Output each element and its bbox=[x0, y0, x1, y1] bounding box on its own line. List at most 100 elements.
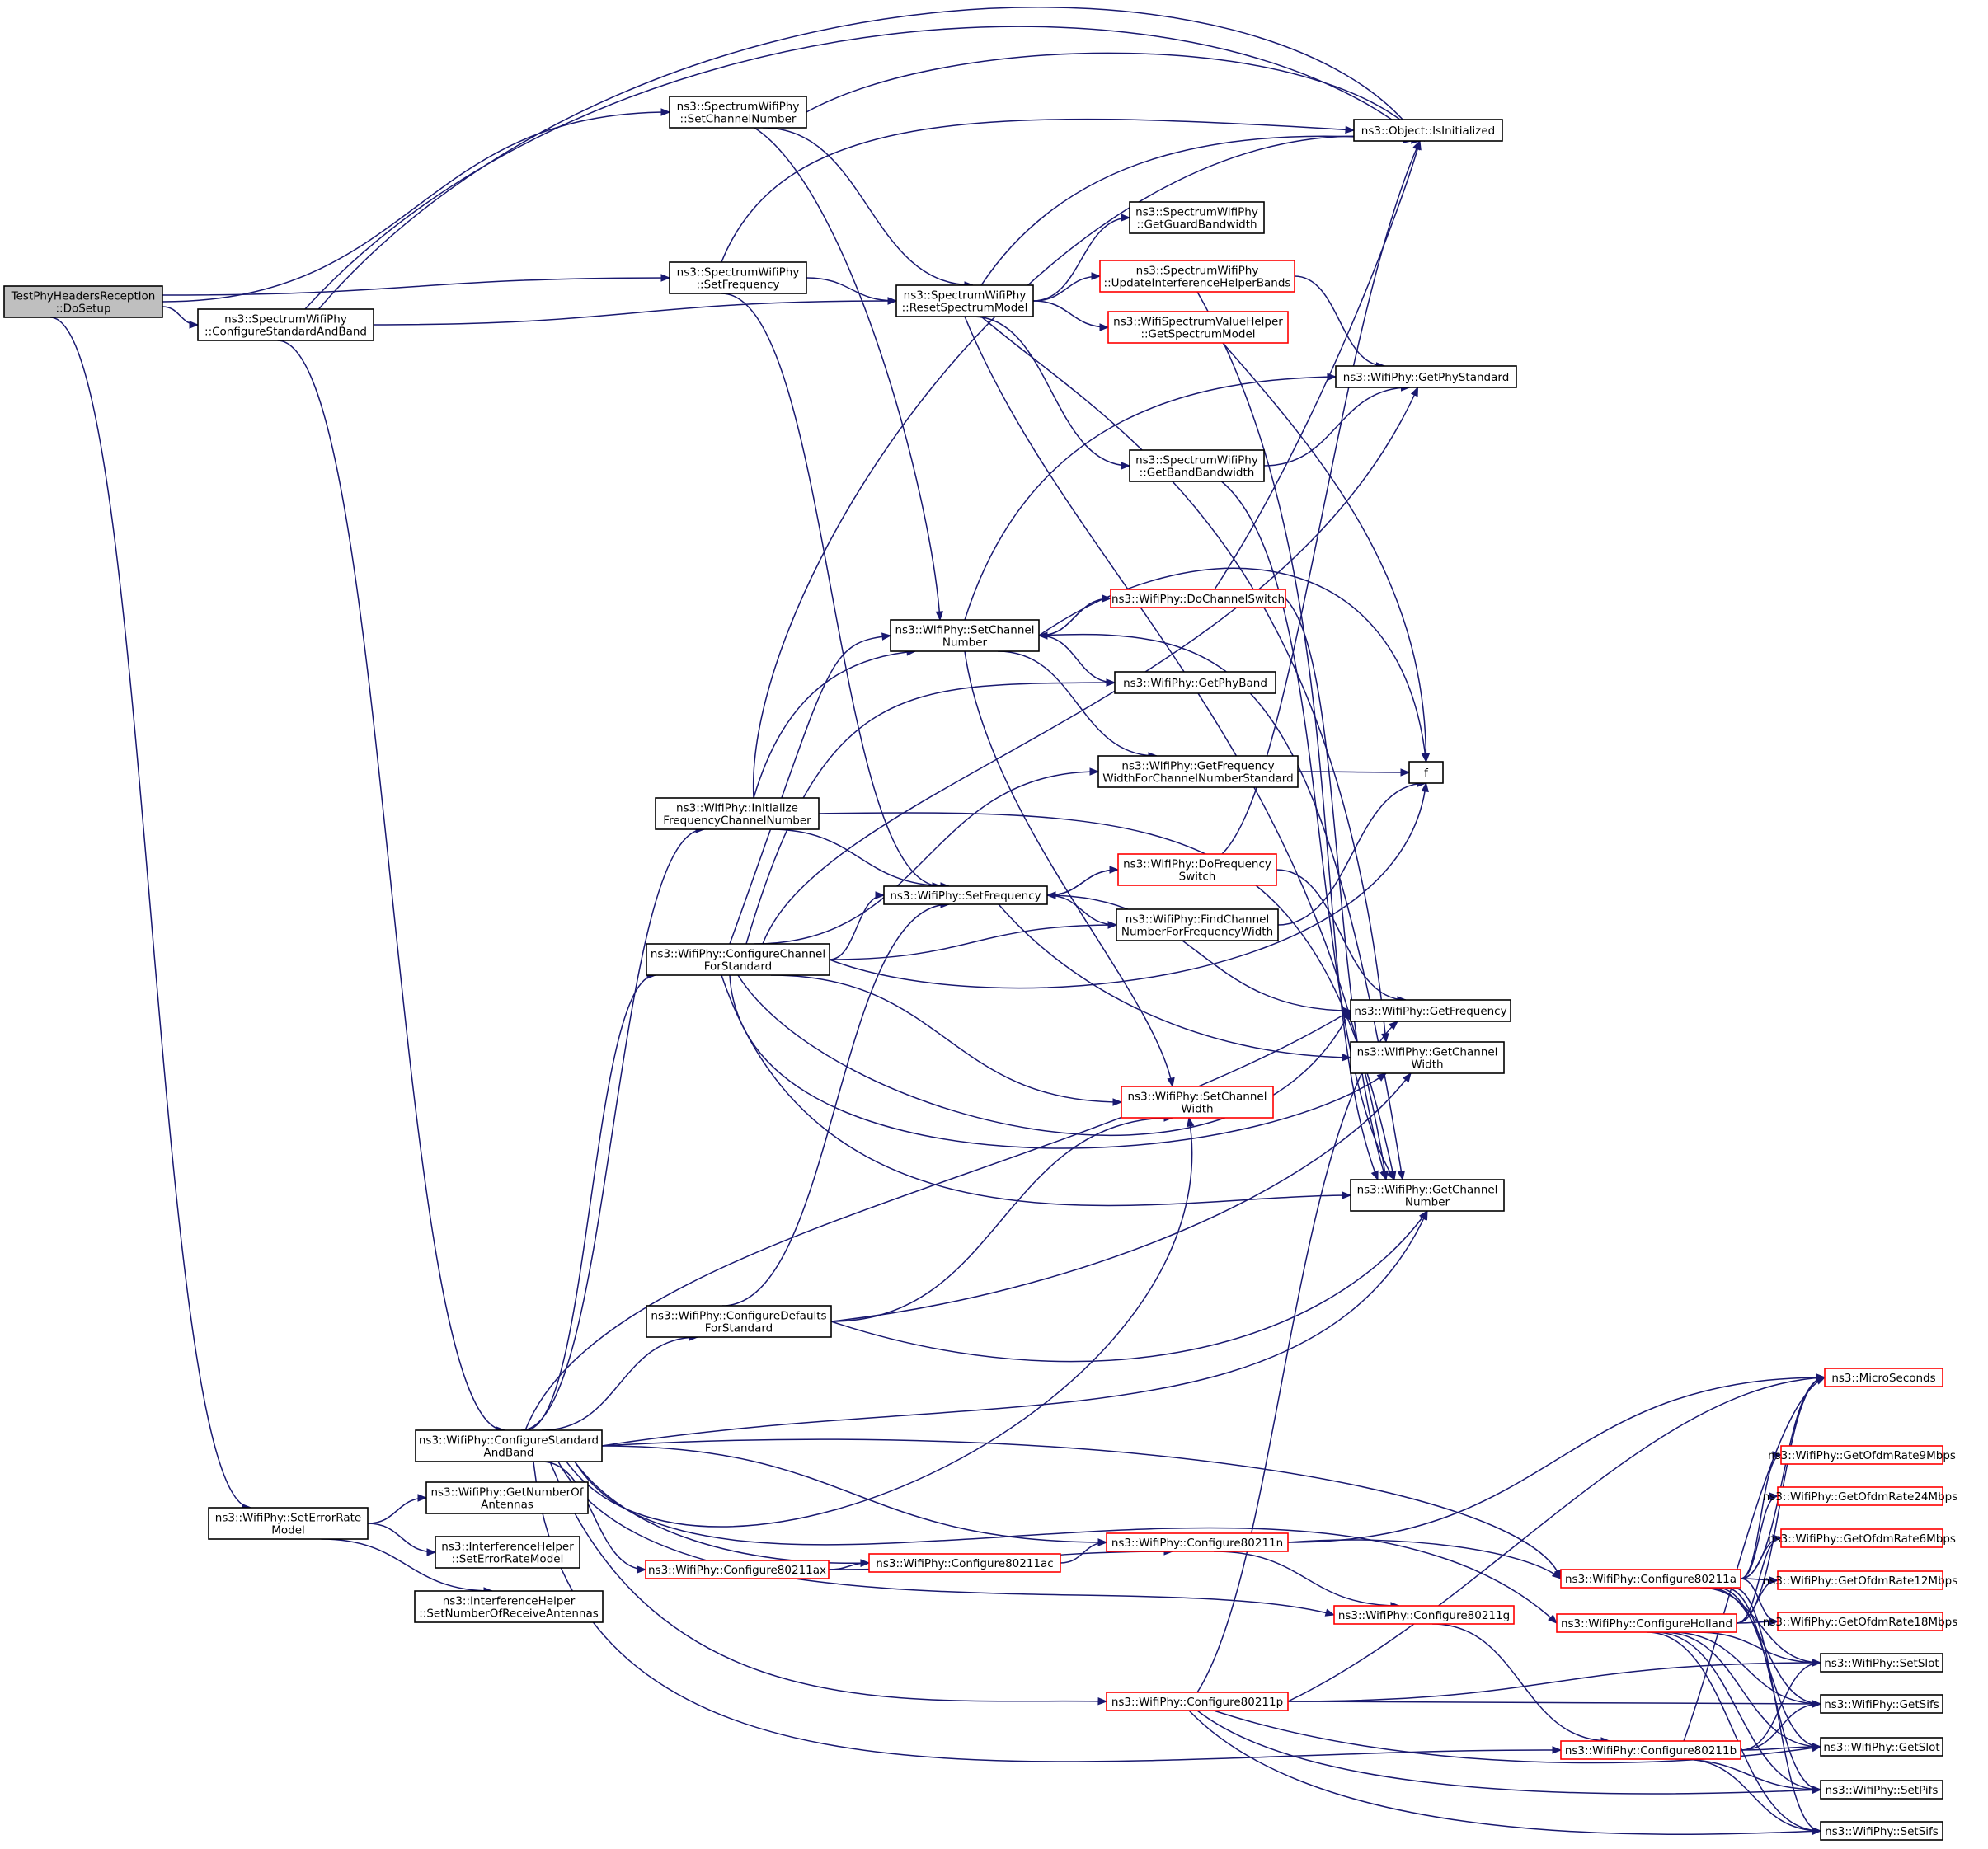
node-label: ns3::WifiPhy::GetSifs bbox=[1824, 1698, 1939, 1711]
node-c11ax[interactable]: ns3::WifiPhy::Configure80211ax bbox=[645, 1560, 830, 1579]
node-sw-reset[interactable]: ns3::SpectrumWifiPhy::ResetSpectrumModel bbox=[895, 284, 1034, 317]
edge-n_c11p-to-n_getfreq bbox=[1196, 1021, 1399, 1693]
node-sw-updbands[interactable]: ns3::SpectrumWifiPhy::UpdateInterference… bbox=[1099, 260, 1295, 293]
node-ofdm18[interactable]: ns3::WifiPhy::GetOfdmRate18Mbps bbox=[1763, 1612, 1958, 1631]
node-ih-seterr[interactable]: ns3::InterferenceHelper::SetErrorRateMod… bbox=[435, 1536, 580, 1569]
edge-line bbox=[1038, 598, 1111, 636]
edge-n_cfgstdband-to-n_cfgdefstd bbox=[541, 1333, 699, 1431]
node-box bbox=[1335, 365, 1517, 388]
edge-arrowhead bbox=[1421, 781, 1429, 792]
node-sw-setfreq[interactable]: ns3::SpectrumWifiPhy::SetFrequency bbox=[669, 261, 807, 294]
node-box bbox=[197, 308, 374, 341]
edge-n_findch-to-n_f bbox=[1277, 779, 1427, 926]
edge-n_cfgdefstd-to-n_getchn bbox=[830, 1209, 1428, 1363]
node-micro[interactable]: ns3::MicroSeconds bbox=[1824, 1368, 1943, 1387]
edge-line bbox=[1046, 894, 1117, 926]
edge-line bbox=[1287, 1377, 1826, 1702]
edge-line bbox=[1188, 1710, 1821, 1835]
node-getfwfcs[interactable]: ns3::WifiPhy::GetFrequencyWidthForChanne… bbox=[1097, 755, 1299, 788]
edge-arrowhead bbox=[1099, 323, 1110, 331]
edge-line bbox=[980, 316, 1387, 1043]
node-isinit[interactable]: ns3::Object::IsInitialized bbox=[1353, 119, 1503, 142]
node-label: ns3::WifiPhy::GetChannel bbox=[1357, 1184, 1498, 1197]
node-cfgstdband[interactable]: ns3::WifiPhy::ConfigureStandardAndBand bbox=[415, 1429, 603, 1462]
node-label: ::GetBandBandwidth bbox=[1140, 467, 1255, 480]
node-c11g[interactable]: ns3::WifiPhy::Configure80211g bbox=[1333, 1605, 1515, 1625]
node-setsifs[interactable]: ns3::WifiPhy::SetSifs bbox=[1820, 1821, 1943, 1841]
node-ofdm6[interactable]: ns3::WifiPhy::GetOfdmRate6Mbps bbox=[1768, 1528, 1956, 1548]
node-getphyband[interactable]: ns3::WifiPhy::GetPhyBand bbox=[1114, 671, 1276, 694]
node-c11p[interactable]: ns3::WifiPhy::Configure80211p bbox=[1106, 1692, 1289, 1711]
node-initfcn[interactable]: ns3::WifiPhy::InitializeFrequencyChannel… bbox=[655, 797, 820, 830]
node-sw-cfgstd[interactable]: ns3::SpectrumWifiPhy::ConfigureStandardA… bbox=[197, 308, 374, 341]
node-sw-bandbw[interactable]: ns3::SpectrumWifiPhy::GetBandBandwidth bbox=[1129, 449, 1265, 482]
node-setchnum[interactable]: ns3::WifiPhy::SetChannelNumber bbox=[890, 619, 1040, 652]
node-box bbox=[1353, 119, 1503, 142]
node-c11a[interactable]: ns3::WifiPhy::Configure80211a bbox=[1560, 1569, 1741, 1589]
node-getfreq[interactable]: ns3::WifiPhy::GetFrequency bbox=[1350, 999, 1511, 1022]
node-seterr[interactable]: ns3::WifiPhy::SetErrorRateModel bbox=[208, 1507, 369, 1540]
node-setpifs[interactable]: ns3::WifiPhy::SetPifs bbox=[1820, 1780, 1943, 1800]
node-box bbox=[1106, 1532, 1289, 1552]
node-specval[interactable]: ns3::WifiSpectrumValueHelper::GetSpectru… bbox=[1107, 311, 1289, 344]
node-ih-setnrx[interactable]: ns3::InterferenceHelper::SetNumberOfRece… bbox=[414, 1590, 604, 1623]
node-ofdm12[interactable]: ns3::WifiPhy::GetOfdmRate12Mbps bbox=[1763, 1570, 1958, 1590]
node-ofdm24[interactable]: ns3::WifiPhy::GetOfdmRate24Mbps bbox=[1763, 1486, 1958, 1506]
node-box bbox=[414, 1590, 604, 1623]
node-sw-setch[interactable]: ns3::SpectrumWifiPhy::SetChannelNumber bbox=[669, 96, 807, 129]
edge-n_sw_reset-to-n_sw_updbands bbox=[1032, 272, 1102, 302]
node-label: ns3::WifiPhy::ConfigureStandard bbox=[419, 1434, 599, 1448]
edge-line bbox=[1695, 1631, 1821, 1664]
node-getsifs[interactable]: ns3::WifiPhy::GetSifs bbox=[1820, 1694, 1943, 1714]
node-box bbox=[1820, 1653, 1943, 1673]
node-cfgdefstd[interactable]: ns3::WifiPhy::ConfigureDefaultsForStanda… bbox=[646, 1305, 832, 1338]
node-box bbox=[883, 885, 1048, 905]
node-label: ns3::SpectrumWifiPhy bbox=[224, 313, 347, 326]
edge-arrowhead bbox=[1420, 1209, 1428, 1221]
node-cfgchstd[interactable]: ns3::WifiPhy::ConfigureChannelForStandar… bbox=[646, 943, 830, 976]
edge-n_sw_reset-to-n_specval bbox=[1032, 300, 1110, 331]
node-c11n[interactable]: ns3::WifiPhy::Configure80211n bbox=[1106, 1532, 1289, 1552]
edge-line bbox=[1287, 1701, 1821, 1705]
node-getslot[interactable]: ns3::WifiPhy::GetSlot bbox=[1820, 1737, 1943, 1757]
node-box bbox=[1333, 1605, 1515, 1625]
edge-line bbox=[367, 1497, 427, 1524]
node-box bbox=[1116, 908, 1279, 941]
node-label: ns3::SpectrumWifiPhy bbox=[677, 266, 800, 279]
node-box bbox=[1106, 1692, 1289, 1711]
edge-line bbox=[1740, 1495, 1779, 1579]
node-box bbox=[895, 284, 1034, 317]
edge-n_setchnum-to-n_getchn bbox=[1038, 633, 1406, 1181]
edge-arrowhead bbox=[1379, 1170, 1388, 1181]
node-cholland[interactable]: ns3::WifiPhy::ConfigureHolland bbox=[1556, 1613, 1737, 1633]
node-sw-guardbw[interactable]: ns3::SpectrumWifiPhy::GetGuardBandwidth bbox=[1129, 201, 1265, 234]
node-root[interactable]: TestPhyHeadersReception::DoSetup bbox=[3, 285, 163, 318]
node-box bbox=[1121, 1086, 1274, 1119]
node-getphystd[interactable]: ns3::WifiPhy::GetPhyStandard bbox=[1335, 365, 1517, 388]
edge-n_setchnum-to-n_getfwfcs bbox=[997, 650, 1158, 760]
node-label: ns3::WifiPhy::Configure80211b bbox=[1565, 1744, 1737, 1757]
node-c11b[interactable]: ns3::WifiPhy::Configure80211b bbox=[1560, 1740, 1741, 1760]
edge-arrowhead bbox=[1342, 1054, 1352, 1062]
edge-n_cfgchstd-to-n_getfwfcs bbox=[754, 767, 1100, 945]
node-f[interactable]: f bbox=[1408, 761, 1444, 784]
edge-line bbox=[1277, 782, 1426, 926]
edge-line bbox=[549, 1461, 1107, 1702]
edge-arrowhead bbox=[1342, 1191, 1352, 1199]
node-label: ns3::WifiPhy::GetSlot bbox=[1823, 1741, 1939, 1754]
node-ofdm9[interactable]: ns3::WifiPhy::GetOfdmRate9Mbps bbox=[1768, 1445, 1956, 1465]
node-findch[interactable]: ns3::WifiPhy::FindChannelNumberForFreque… bbox=[1116, 908, 1279, 941]
node-c11ac[interactable]: ns3::WifiPhy::Configure80211ac bbox=[868, 1553, 1061, 1573]
edge-line bbox=[1294, 275, 1385, 367]
edge-line bbox=[277, 340, 505, 1431]
node-dochsw[interactable]: ns3::WifiPhy::DoChannelSwitch bbox=[1110, 589, 1286, 608]
node-box bbox=[208, 1507, 369, 1540]
node-setslot[interactable]: ns3::WifiPhy::SetSlot bbox=[1820, 1653, 1943, 1673]
node-setfreq[interactable]: ns3::WifiPhy::SetFrequency bbox=[883, 885, 1048, 905]
edge-line bbox=[754, 771, 1099, 945]
